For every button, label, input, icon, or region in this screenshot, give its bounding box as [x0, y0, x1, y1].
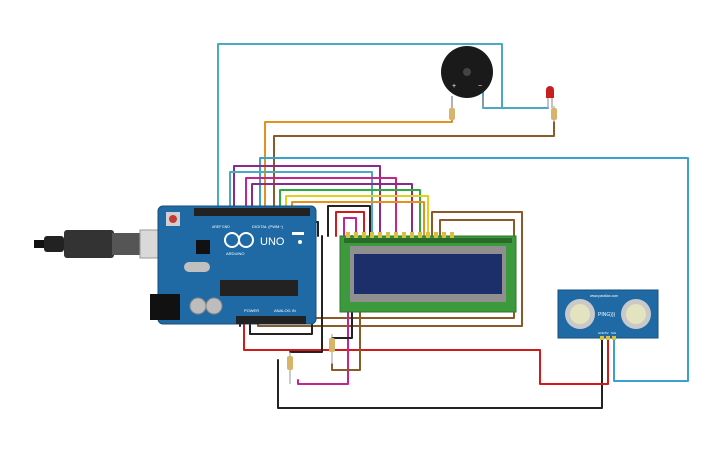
piezo-buzzer: + −: [441, 46, 493, 108]
wire-yellow-lcd: [285, 195, 429, 237]
wire-magenta2-lcd: [343, 217, 357, 237]
board-aref-label: AREF: [212, 225, 221, 229]
wire-red-5v: [243, 311, 609, 385]
wire-black-lcd: [327, 205, 371, 237]
wire-cyan-lcd: [229, 171, 373, 237]
wire-cyan-buzzer-minus: [482, 87, 503, 109]
board-power-label: POWER: [244, 308, 259, 313]
sensor-pin-sig: SIG: [611, 331, 617, 335]
arduino-logo: [224, 232, 254, 248]
usb-cable: [34, 229, 167, 259]
buzzer-plus-label: +: [452, 83, 456, 90]
sensor-model: PING))): [598, 312, 616, 318]
sensor-pin-gnd: GND: [598, 331, 606, 335]
led: [546, 86, 554, 108]
board-digital-label: DIGITAL (PWM~): [252, 224, 284, 229]
wire-black-sensor-gnd: [277, 337, 603, 409]
lcd-pins: [346, 232, 454, 238]
resistor-lcd-2: [329, 334, 335, 364]
board-gnd-label: GND: [222, 225, 230, 229]
wire-cyan-top: [217, 43, 549, 209]
sensor-site: www.parallax.com: [590, 294, 618, 298]
wire-black-resistor: [289, 235, 323, 353]
resistor-buzzer: [449, 106, 455, 122]
wire-purple2-lcd: [251, 183, 413, 237]
wire-green-lcd: [279, 189, 421, 237]
wire-red-lcd: [335, 211, 365, 237]
ultrasonic-sensor: PING))) www.parallax.com GND 5V SIG: [557, 289, 659, 340]
lcd-display: [339, 232, 517, 313]
board-analog-label: ANALOG IN: [274, 308, 296, 313]
board-logo-text: ARDUINO: [226, 251, 244, 256]
wire-magenta-lcd: [245, 177, 397, 237]
resistors: [287, 106, 557, 384]
arduino-board: UNO ARDUINO DIGITAL (PWM~) AREF GND POWE…: [150, 205, 317, 325]
board-brand: UNO: [260, 236, 285, 248]
resistor-lcd-1: [287, 352, 293, 384]
resistor-led: [551, 106, 557, 122]
buzzer-minus-label: −: [478, 83, 482, 90]
sensor-pin-5v: 5V: [605, 331, 609, 335]
